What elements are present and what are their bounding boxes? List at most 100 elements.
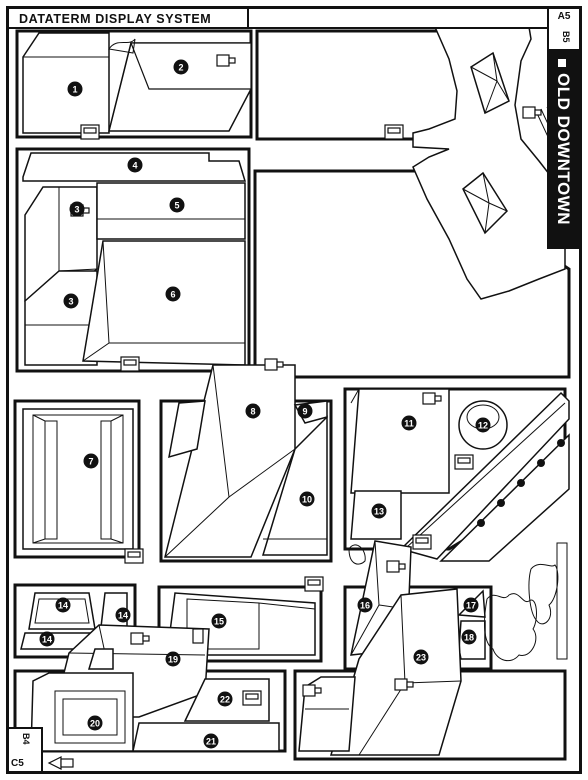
marker-number: 2 — [178, 63, 183, 73]
building-marker-22[interactable]: 22 — [217, 691, 233, 707]
marker-number: 14 — [42, 635, 52, 645]
building-marker-23[interactable]: 23 — [413, 649, 429, 665]
tree-cluster — [528, 563, 559, 625]
marker-number: 10 — [302, 495, 312, 505]
marker-dot — [115, 607, 131, 623]
security-camera-icon[interactable] — [386, 560, 406, 573]
dataterm-terminal-icon[interactable] — [304, 576, 324, 592]
marker-number: 16 — [360, 601, 370, 611]
building-marker-14[interactable]: 14 — [115, 607, 131, 623]
district-sidebar: OLD DOWNTOWN — [547, 51, 579, 249]
security-camera-icon[interactable] — [394, 678, 414, 691]
building-marker-8[interactable]: 8 — [245, 403, 261, 419]
marker-dot — [165, 651, 181, 667]
marker-number: 6 — [170, 290, 175, 300]
building-marker-16[interactable]: 16 — [357, 597, 373, 613]
building-marker-7[interactable]: 7 — [83, 453, 99, 469]
security-camera-icon[interactable] — [130, 632, 150, 645]
building-marker-13[interactable]: 13 — [371, 503, 387, 519]
square-bullet-icon — [558, 59, 567, 67]
grid-label-b4: B4 — [21, 733, 31, 745]
building-marker-2[interactable]: 2 — [173, 59, 189, 75]
building-marker-18[interactable]: 18 — [461, 629, 477, 645]
building-1 — [22, 32, 110, 134]
security-camera-icon[interactable] — [522, 106, 542, 119]
building-marker-3[interactable]: 3 — [63, 293, 79, 309]
grid-reference-a5: A5 B5 — [547, 9, 579, 51]
security-camera-icon[interactable] — [192, 628, 204, 644]
marker-dot — [83, 453, 99, 469]
marker-number: 20 — [90, 719, 100, 729]
tree-cluster — [484, 593, 537, 662]
elevated-rail — [439, 433, 570, 562]
marker-dot — [87, 715, 103, 731]
building-marker-4[interactable]: 4 — [127, 157, 143, 173]
marker-number: 1 — [72, 85, 77, 95]
building-20 — [30, 672, 134, 752]
marker-dot — [299, 491, 315, 507]
marker-dot — [169, 197, 185, 213]
marker-dot — [173, 59, 189, 75]
dataterm-terminal-icon[interactable] — [80, 124, 100, 140]
grid-label-c5: C5 — [11, 758, 24, 769]
building-10 — [261, 415, 328, 556]
marker-number: 12 — [478, 421, 488, 431]
dataterm-terminal-icon[interactable] — [120, 356, 140, 372]
building-marker-5[interactable]: 5 — [169, 197, 185, 213]
city-block — [343, 585, 493, 671]
city-block — [15, 29, 253, 139]
building-8 — [164, 364, 296, 558]
dataterm-terminal-icon[interactable] — [124, 548, 144, 564]
grid-reference-b4: B4 C5 — [9, 727, 43, 771]
dataterm-terminal-icon[interactable] — [242, 690, 262, 706]
building-marker-20[interactable]: 20 — [87, 715, 103, 731]
marker-dot — [413, 649, 429, 665]
marker-dot — [67, 81, 83, 97]
marker-number: 4 — [132, 161, 137, 171]
building-marker-21[interactable]: 21 — [203, 733, 219, 749]
building-marker-3[interactable]: 3 — [69, 201, 85, 217]
marker-number: 23 — [416, 653, 426, 663]
building-marker-12[interactable]: 12 — [475, 417, 491, 433]
marker-number: 17 — [466, 601, 476, 611]
building-marker-9[interactable]: 9 — [297, 403, 313, 419]
dataterm-terminal-icon[interactable] — [454, 454, 474, 470]
building-8-annex — [168, 400, 206, 459]
grid-label-b5: B5 — [561, 31, 571, 43]
building-marker-14[interactable]: 14 — [55, 597, 71, 613]
marker-number: 22 — [220, 695, 230, 705]
building-marker-11[interactable]: 11 — [401, 415, 417, 431]
city-block — [293, 669, 567, 761]
marker-dot — [55, 597, 71, 613]
building-marker-14[interactable]: 14 — [39, 631, 55, 647]
marker-number: 11 — [404, 419, 414, 429]
building-6 — [82, 240, 246, 366]
building-marker-10[interactable]: 10 — [299, 491, 315, 507]
marker-number: 3 — [74, 205, 79, 215]
grid-label-a5: A5 — [557, 11, 571, 22]
arrow-icon[interactable] — [47, 756, 74, 770]
building-marker-6[interactable]: 6 — [165, 286, 181, 302]
marker-dot — [127, 157, 143, 173]
dataterm-terminal-icon[interactable] — [412, 534, 432, 550]
dataterm-terminal-icon[interactable] — [384, 124, 404, 140]
marker-dot — [297, 403, 313, 419]
system-title: DATATERM DISPLAY SYSTEM — [19, 12, 212, 26]
marker-dot — [401, 415, 417, 431]
building-marker-19[interactable]: 19 — [165, 651, 181, 667]
building-marker-15[interactable]: 15 — [211, 613, 227, 629]
building-marker-17[interactable]: 17 — [463, 597, 479, 613]
building-marker-1[interactable]: 1 — [67, 81, 83, 97]
district-name: OLD DOWNTOWN — [554, 73, 573, 226]
security-camera-icon[interactable] — [302, 684, 322, 697]
security-camera-icon[interactable] — [264, 358, 284, 371]
marker-dot — [203, 733, 219, 749]
building-5 — [96, 182, 246, 240]
building-11 — [350, 388, 450, 494]
security-camera-icon[interactable] — [216, 54, 236, 67]
marker-number: 19 — [168, 655, 178, 665]
marker-number: 9 — [302, 407, 307, 417]
plaza-pyramid-edges — [470, 52, 510, 114]
security-camera-icon[interactable] — [422, 392, 442, 405]
